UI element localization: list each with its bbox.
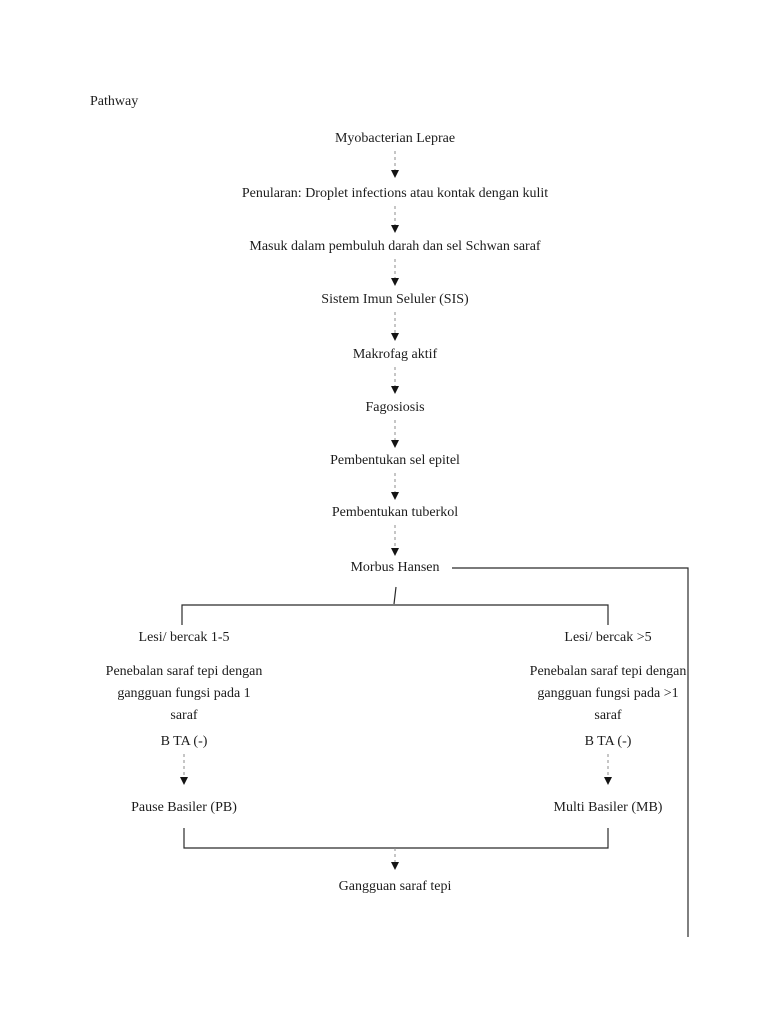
arrow-down-icon bbox=[604, 754, 612, 785]
flow-node-transmission: Penularan: Droplet infections atau konta… bbox=[241, 186, 549, 201]
flow-node-epithelial-cells: Pembentukan sel epitel bbox=[330, 453, 460, 468]
arrow-down-icon bbox=[391, 473, 399, 500]
arrow-down-icon bbox=[391, 525, 399, 556]
arrow-down-icon bbox=[391, 259, 399, 286]
flow-node-entry: Masuk dalam pembuluh darah dan sel Schwa… bbox=[249, 239, 541, 254]
branch-stem-connector bbox=[393, 586, 397, 605]
left-bta-label: B TA (-) bbox=[160, 734, 208, 749]
arrow-down-icon bbox=[391, 206, 399, 233]
flow-node-morbus-hansen: Morbus Hansen bbox=[350, 560, 440, 575]
branch-split-connector bbox=[181, 604, 609, 625]
arrow-down-icon bbox=[391, 367, 399, 394]
right-bta-label: B TA (-) bbox=[584, 734, 632, 749]
arrow-down-icon bbox=[391, 312, 399, 341]
left-lesion-label: Lesi/ bercak 1-5 bbox=[138, 630, 230, 645]
flow-node-active-macrophage: Makrofag aktif bbox=[352, 347, 438, 362]
outcome-label: Gangguan saraf tepi bbox=[338, 879, 452, 894]
page-title: Pathway bbox=[90, 94, 139, 109]
morbus-hansen-right-connector bbox=[452, 567, 689, 937]
right-lesion-label: Lesi/ bercak >5 bbox=[564, 630, 652, 645]
merge-bracket-connector bbox=[183, 828, 609, 849]
arrow-down-icon bbox=[391, 151, 399, 178]
left-description: Penebalan saraf tepi dengan gangguan fun… bbox=[105, 664, 263, 723]
arrow-down-icon bbox=[391, 420, 399, 448]
flow-node-agent: Myobacterian Leprae bbox=[334, 131, 456, 146]
flow-node-phagocytosis: Fagosiosis bbox=[365, 400, 425, 415]
arrow-down-icon bbox=[180, 754, 188, 785]
flow-node-cellular-immune-system: Sistem Imun Seluler (SIS) bbox=[321, 292, 469, 307]
flow-node-tubercle: Pembentukan tuberkol bbox=[331, 505, 459, 520]
left-result-label: Pause Basiler (PB) bbox=[131, 800, 237, 815]
right-description: Penebalan saraf tepi dengan gangguan fun… bbox=[529, 664, 687, 723]
arrow-down-icon bbox=[391, 848, 399, 870]
right-result-label: Multi Basiler (MB) bbox=[553, 800, 663, 815]
